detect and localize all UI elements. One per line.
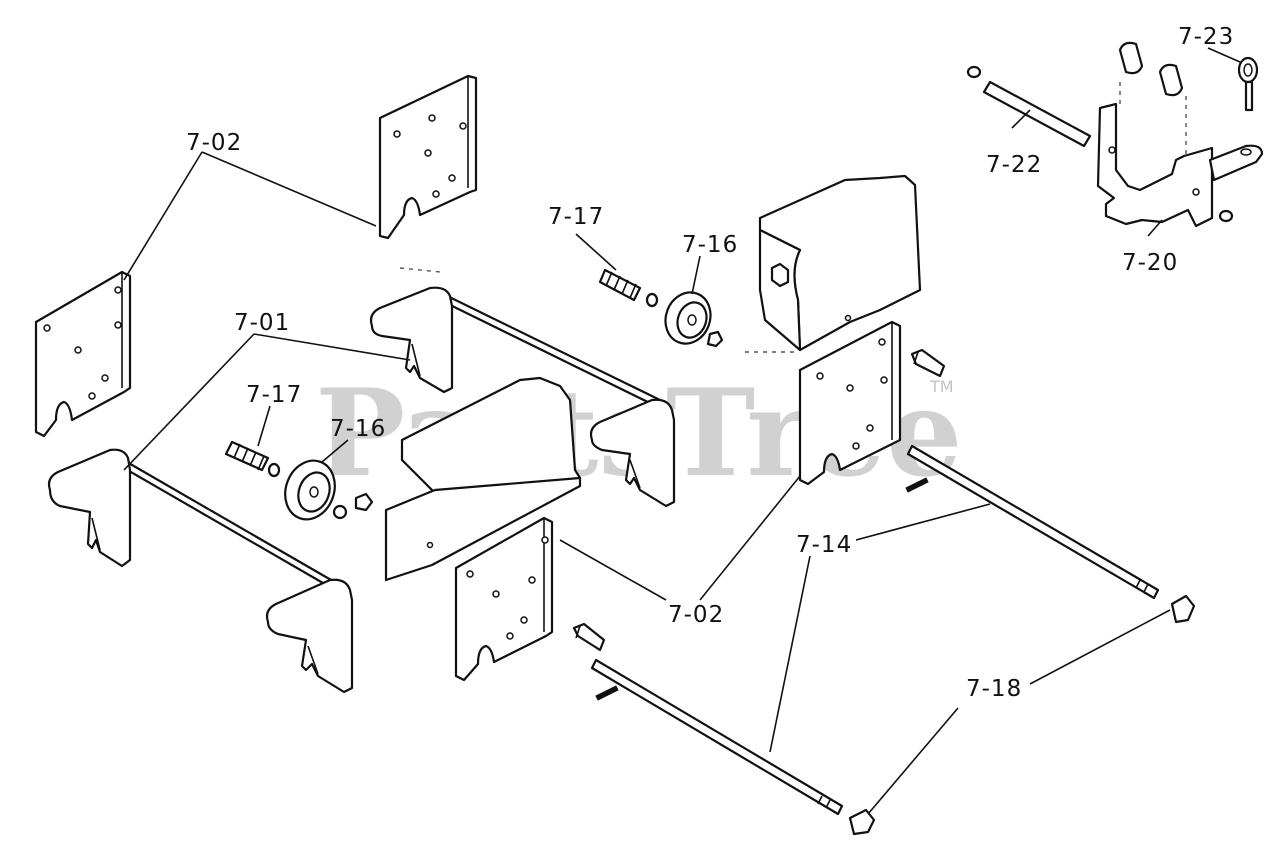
callout-labels: 7-02 7-01 7-17 7-16 7-17 7-16 7-02 7-14 …: [186, 24, 1234, 702]
callout-7-01: 7-01: [234, 310, 290, 336]
watermark-trademark: TM: [929, 377, 954, 396]
hitch-bracket: [1096, 82, 1264, 228]
callout-7-20: 7-20: [1122, 250, 1178, 276]
callout-7-02-lower: 7-02: [668, 602, 724, 628]
roller-bracket-assembly-back: [369, 267, 676, 508]
spring-upper: [598, 268, 659, 308]
end-cap-lower: [848, 808, 876, 836]
mounting-plate-far-left: [34, 270, 132, 438]
callout-7-14: 7-14: [796, 532, 852, 558]
end-cap-right: [1170, 594, 1196, 624]
deck-angle-section-center: [384, 376, 582, 582]
rod-right: [905, 444, 1160, 600]
roller-lower: [284, 459, 374, 521]
callout-7-17-upper: 7-17: [548, 204, 604, 230]
callout-7-18: 7-18: [966, 676, 1022, 702]
spring-lower: [224, 440, 281, 478]
callout-7-02-upper-left: 7-02: [186, 130, 242, 156]
hitch-bushings: [1118, 41, 1184, 97]
bolt-right: [910, 348, 946, 378]
roller-upper: [664, 291, 724, 348]
callout-7-22: 7-22: [986, 152, 1042, 178]
deck-angle-section-upper-right: [758, 174, 922, 352]
callout-7-16-upper: 7-16: [682, 232, 738, 258]
leader-lines: [123, 47, 1241, 815]
rod-lower: [590, 658, 844, 816]
hitch-ring: [1237, 56, 1259, 112]
hitch-pin: [966, 65, 1092, 148]
callout-7-17-lower: 7-17: [246, 382, 302, 408]
mounting-plate-upper-left: [378, 74, 478, 240]
mounting-plate-right: [745, 320, 902, 486]
callout-7-23: 7-23: [1178, 24, 1234, 50]
roller-bracket-assembly-left: [47, 448, 354, 694]
callout-7-16-lower: 7-16: [330, 416, 386, 442]
bolt-lower: [572, 622, 606, 652]
mounting-plate-lower-center: [454, 516, 554, 682]
